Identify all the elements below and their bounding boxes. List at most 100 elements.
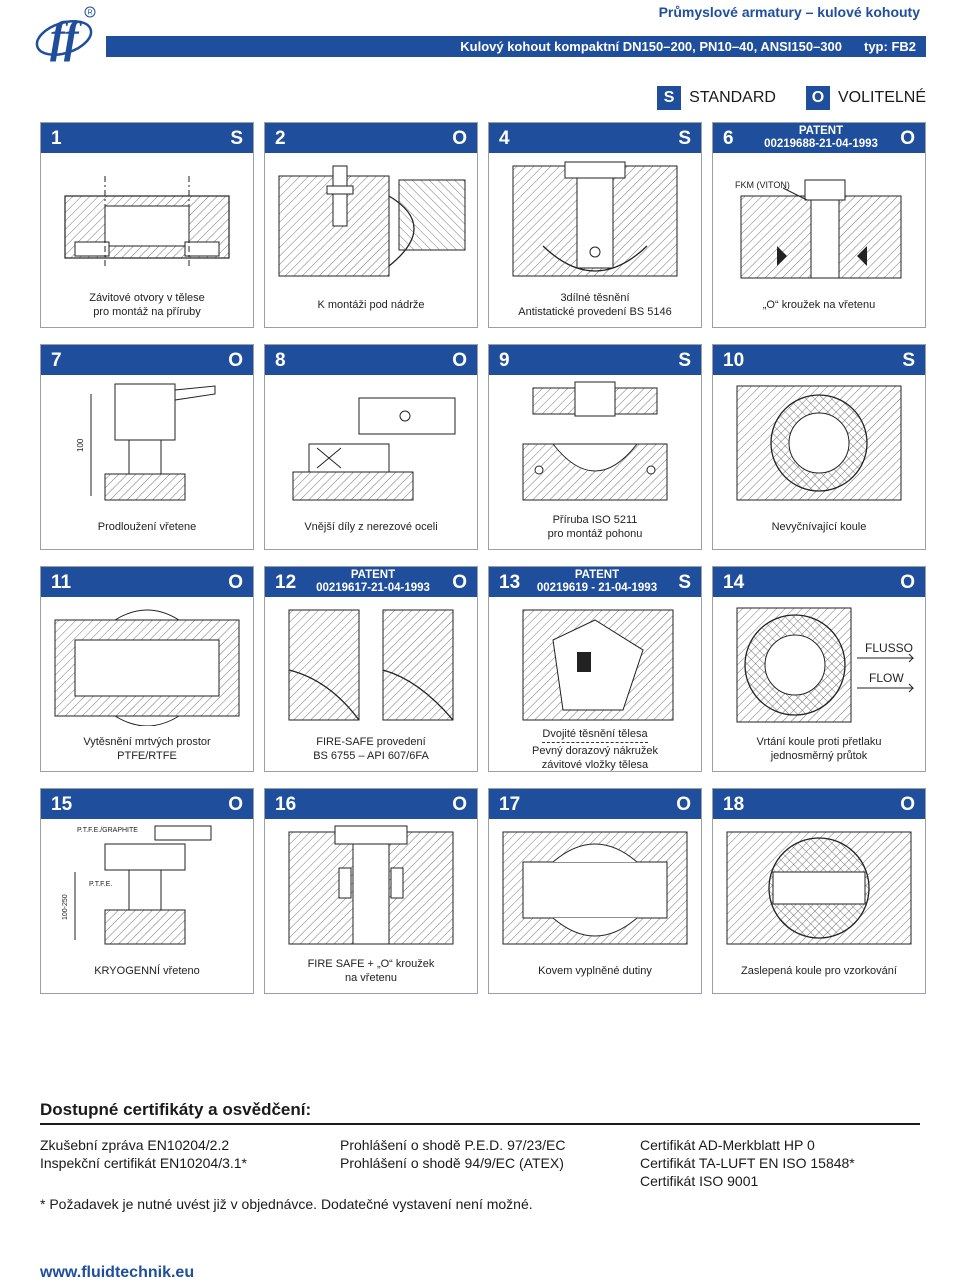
product-bar: Kulový kohout kompaktní DN150–200, PN10–… bbox=[106, 36, 926, 57]
tank-mount-drawing bbox=[278, 165, 466, 277]
caption-line: 3dílné těsnění bbox=[560, 292, 630, 304]
svg-text:R: R bbox=[88, 10, 93, 17]
option-code: O bbox=[676, 794, 691, 815]
option-number: 14 bbox=[723, 572, 745, 593]
patent-number: 00219617-21-04-1993 bbox=[316, 582, 430, 594]
option-caption: Zaslepená koule pro vzorkování bbox=[717, 950, 921, 992]
caption-line: na vřetenu bbox=[345, 972, 397, 984]
certificate-item: Zkušební zpráva EN10204/2.2 bbox=[40, 1137, 230, 1153]
option-card-7: 7 O 100 Prodloužení vřetene bbox=[40, 344, 254, 550]
option-caption: KRYOGENNÍ vřeteno bbox=[45, 950, 249, 992]
standard-label: STANDARD bbox=[689, 89, 776, 106]
patent-title: PATENT bbox=[798, 125, 844, 137]
option-card-18: 18 O Zaslepená koule pro vzorkování bbox=[712, 788, 926, 994]
option-code: O bbox=[228, 350, 243, 371]
option-number: 16 bbox=[275, 794, 297, 815]
option-number: 17 bbox=[499, 794, 521, 815]
option-number: 13 bbox=[499, 572, 521, 593]
option-code: S bbox=[902, 350, 915, 371]
caption-line: Příruba ISO 5211 bbox=[552, 514, 638, 526]
option-code: O bbox=[228, 572, 243, 593]
stem-o-ring-drawing: FKM (VITON) bbox=[735, 179, 902, 279]
certificate-item: Certifikát TA-LUFT EN ISO 15848* bbox=[640, 1155, 855, 1171]
double-seal-drawing bbox=[522, 609, 674, 721]
fire-safe-drawing bbox=[288, 609, 454, 721]
caption-line: Zaslepená koule pro vzorkování bbox=[741, 965, 897, 977]
flow-label: FLOW bbox=[869, 671, 904, 685]
flusso-label: FLUSSO bbox=[865, 641, 913, 655]
option-number: 6 bbox=[723, 128, 734, 149]
category-title: Průmyslové armatury – kulové kohouty bbox=[658, 4, 920, 20]
option-code: O bbox=[452, 794, 467, 815]
caption-line: Antistatické provedení BS 5146 bbox=[518, 306, 672, 318]
threaded-holes-drawing bbox=[64, 176, 230, 266]
patent-title: PATENT bbox=[574, 569, 620, 581]
caption-line: jednosměrný průtok bbox=[770, 750, 868, 762]
fkm-label: FKM (VITON) bbox=[735, 180, 790, 190]
dead-space-filling-drawing bbox=[54, 609, 240, 726]
option-caption: Dvojité těsnění tělesa Pevný dorazový ná… bbox=[493, 727, 697, 771]
option-caption: „O“ kroužek na vřetenu bbox=[717, 284, 921, 326]
option-number: 7 bbox=[51, 350, 62, 371]
certificate-item: Prohlášení o shodě 94/9/EC (ATEX) bbox=[340, 1155, 564, 1171]
option-caption: Nevyčnívající koule bbox=[717, 506, 921, 548]
ptfe-label: P.T.F.E. bbox=[89, 881, 112, 888]
standard-badge: S bbox=[657, 86, 682, 110]
option-caption: 3dílné těsnění Antistatické provedení BS… bbox=[493, 284, 697, 326]
option-number: 2 bbox=[275, 128, 286, 149]
caption-line: Dvojité těsnění tělesa bbox=[542, 727, 648, 743]
certificates-column-2: Prohlášení o shodě P.E.D. 97/23/EC Prohl… bbox=[340, 1136, 565, 1172]
option-card-2: 2 O K montáži pod nádrže bbox=[264, 122, 478, 328]
caption-line: FIRE SAFE + „O“ kroužek bbox=[307, 958, 435, 970]
caption-line: pro montáž na příruby bbox=[93, 306, 201, 318]
stem-extension-drawing: 100 bbox=[76, 383, 216, 501]
fire-safe-o-ring-drawing bbox=[288, 825, 454, 945]
dimension-label: 100-250 bbox=[62, 894, 69, 920]
certificate-item: Certifikát AD-Merkblatt HP 0 bbox=[640, 1137, 815, 1153]
option-card-17: 17 O Kovem vyplněné dutiny bbox=[488, 788, 702, 994]
caption-line: PTFE/RTFE bbox=[117, 750, 177, 762]
certificates-column-3: Certifikát AD-Merkblatt HP 0 Certifikát … bbox=[640, 1136, 855, 1190]
option-number: 11 bbox=[51, 572, 72, 593]
option-code: S bbox=[678, 350, 691, 371]
option-caption: Prodloužení vřetene bbox=[45, 506, 249, 548]
caption-line: Závitové otvory v tělese bbox=[89, 292, 205, 304]
caption-line: závitové vložky tělesa bbox=[541, 758, 649, 771]
option-caption: Vnější díly z nerezové oceli bbox=[269, 506, 473, 548]
caption-line: Vrtání koule proti přetlaku bbox=[756, 736, 882, 748]
caption-line: K montáži pod nádrže bbox=[317, 299, 425, 311]
patent-title: PATENT bbox=[350, 569, 396, 581]
patent-number: 00219688-21-04-1993 bbox=[764, 138, 878, 150]
option-number: 1 bbox=[51, 128, 62, 149]
option-card-16: 16 O FIRE SAFE + „O“ kroužek na vřetenu bbox=[264, 788, 478, 994]
certificate-item: Inspekční certifikát EN10204/3.1* bbox=[40, 1155, 248, 1171]
dimension-label: 100 bbox=[76, 438, 85, 452]
option-code: S bbox=[230, 128, 243, 149]
option-code: O bbox=[452, 572, 467, 593]
ball-relief-hole-drawing: FLUSSO FLOW bbox=[736, 607, 915, 723]
certificate-item: Certifikát ISO 9001 bbox=[640, 1173, 759, 1189]
option-number: 10 bbox=[723, 350, 745, 371]
option-card-10: 10 S Nevyčnívající koule bbox=[712, 344, 926, 550]
option-caption: Vytěsnění mrtvých prostor PTFE/RTFE bbox=[45, 728, 249, 770]
option-code: O bbox=[900, 794, 915, 815]
option-code: O bbox=[900, 572, 915, 593]
option-number: 18 bbox=[723, 794, 745, 815]
option-caption: Závitové otvory v tělese pro montáž na p… bbox=[45, 284, 249, 326]
cryogenic-stem-drawing: P.T.F.E./GRAPHITE P.T.F.E. 100-250 bbox=[62, 825, 212, 945]
caption-line: Kovem vyplněné dutiny bbox=[538, 965, 652, 977]
option-number: 15 bbox=[51, 794, 73, 815]
website-link[interactable]: www.fluidtechnik.eu bbox=[40, 1264, 195, 1281]
option-code: O bbox=[452, 350, 467, 371]
three-part-seal-drawing bbox=[512, 161, 678, 277]
flush-ball-drawing bbox=[736, 385, 902, 501]
ptfe-graphite-label: P.T.F.E./GRAPHITE bbox=[77, 827, 138, 834]
option-code: O bbox=[452, 128, 467, 149]
option-card-1: 1 S Závitové otvory v tělese pro montáž n… bbox=[40, 122, 254, 328]
